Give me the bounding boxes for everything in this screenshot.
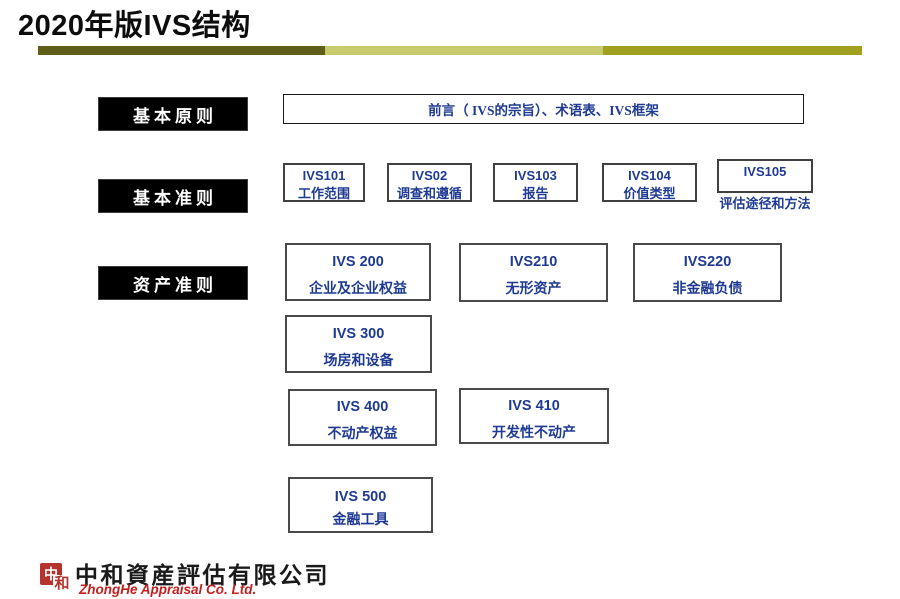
standard-box-ivs105: IVS105 评估途径和方法 bbox=[717, 159, 813, 211]
standard-code: IVS101 bbox=[302, 168, 346, 183]
standard-name: 非金融负债 bbox=[672, 282, 743, 297]
category-box-basic-principles: 基本原则 bbox=[98, 97, 248, 131]
standard-name: 开发性不动产 bbox=[492, 425, 576, 441]
standard-box-ivs210: IVS210 无形资产 bbox=[459, 243, 608, 302]
standard-name: 无形资产 bbox=[505, 282, 562, 297]
standard-box-ivs104: IVS104 价值类型 bbox=[602, 163, 697, 202]
category-box-general-standards: 基本准则 bbox=[98, 179, 248, 213]
standard-name: 工作范围 bbox=[297, 186, 350, 201]
standard-name: 价值类型 bbox=[623, 186, 676, 201]
standard-box-ivs300: IVS 300 场房和设备 bbox=[285, 315, 432, 373]
seal-char-he: 和 bbox=[53, 575, 71, 593]
standard-box-ivs500: IVS 500 金融工具 bbox=[288, 477, 433, 533]
preface-text: 前言（ IVS的宗旨）、术语表、IVS框架 bbox=[428, 103, 659, 118]
category-label: 基本准则 bbox=[133, 188, 217, 208]
standard-name: 不动产权益 bbox=[327, 427, 398, 442]
standard-code: IVS 410 bbox=[508, 397, 560, 414]
title-divider-segment-mid bbox=[603, 46, 862, 55]
standard-code: IVS210 bbox=[509, 254, 558, 270]
company-name-chinese: 中和資産評估有限公司 bbox=[75, 563, 330, 588]
standard-name: 报告 bbox=[522, 186, 549, 201]
standard-code: IVS105 bbox=[743, 164, 787, 179]
category-label: 基本原则 bbox=[133, 106, 217, 126]
standard-box-ivs101: IVS101 工作范围 bbox=[283, 163, 365, 202]
standard-name: 金融工具 bbox=[332, 512, 389, 528]
standard-box-ivs400: IVS 400 不动产权益 bbox=[288, 389, 437, 446]
standard-name: 调查和遵循 bbox=[396, 186, 462, 201]
category-box-asset-standards: 资产准则 bbox=[98, 266, 248, 300]
standard-code: IVS104 bbox=[628, 168, 671, 183]
standard-code: IVS 200 bbox=[332, 253, 384, 270]
standard-code: IVS 400 bbox=[336, 399, 389, 415]
standard-code: IVS02 bbox=[411, 168, 448, 183]
standard-code: IVS 300 bbox=[332, 325, 385, 342]
standard-name: 场房和设备 bbox=[323, 353, 394, 369]
standard-box-ivs200: IVS 200 企业及企业权益 bbox=[285, 243, 431, 301]
company-name-english: ZhongHe Appraisal Co. Ltd. bbox=[79, 582, 257, 597]
category-label: 资产准则 bbox=[133, 275, 217, 295]
standard-code: IVS103 bbox=[514, 168, 557, 183]
standard-code: IVS 500 bbox=[334, 488, 387, 505]
page-title: 2020年版IVS结构 bbox=[18, 10, 251, 42]
standard-box-ivs103: IVS103 报告 bbox=[493, 163, 578, 202]
standard-box-ivs02: IVS02 调查和遵循 bbox=[387, 163, 472, 202]
preface-box: 前言（ IVS的宗旨）、术语表、IVS框架 bbox=[283, 94, 804, 124]
standard-name: 企业及企业权益 bbox=[309, 281, 407, 297]
company-seal-icon: 中 和 bbox=[40, 561, 71, 595]
standard-box-ivs220: IVS220 非金融负债 bbox=[633, 243, 782, 302]
title-divider-segment-light bbox=[325, 46, 603, 55]
standard-code: IVS220 bbox=[683, 254, 732, 270]
standard-box-ivs410: IVS 410 开发性不动产 bbox=[459, 388, 609, 444]
title-divider-segment-dark bbox=[38, 46, 325, 55]
standard-name: 评估途径和方法 bbox=[719, 196, 811, 211]
